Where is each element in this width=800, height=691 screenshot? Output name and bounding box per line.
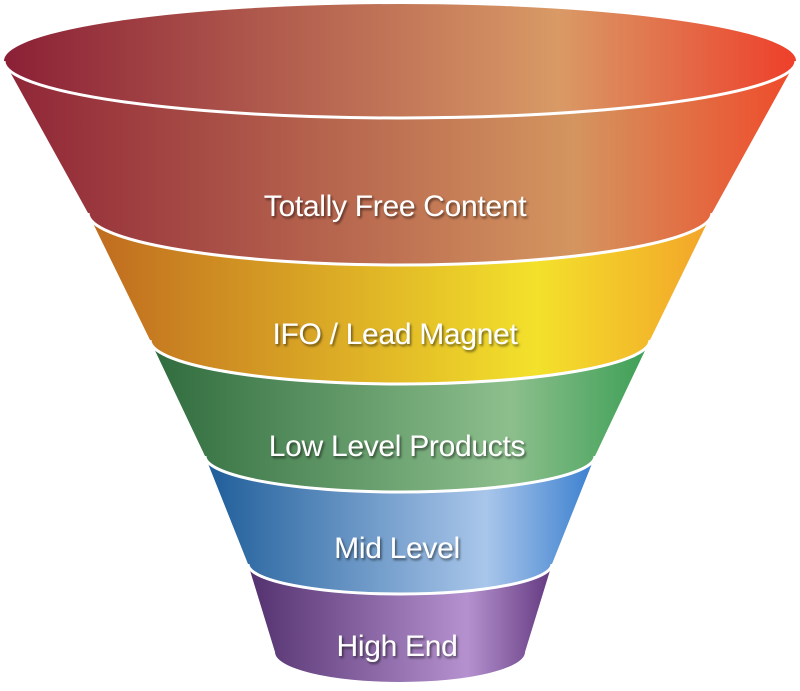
stage-band-high-end: [248, 564, 552, 682]
separator-line: [246, 563, 554, 596]
separator-line: [86, 212, 714, 267]
stage-label-free-content: Totally Free Content: [264, 190, 527, 223]
stage-label-lead-magnet: IFO / Lead Magnet: [272, 318, 518, 351]
stage-label-high-end: High End: [336, 630, 457, 663]
stage-label-low-level-products: Low Level Products: [269, 430, 525, 463]
stage-band-mid-level: [205, 456, 595, 594]
separator-line: [148, 339, 652, 386]
stage-band-lead-magnet: [88, 213, 712, 384]
stage-band-low-level-products: [150, 340, 650, 492]
funnel-top-rim: [4, 4, 796, 118]
separator-line: [203, 455, 597, 494]
stage-label-mid-level: Mid Level: [334, 532, 460, 565]
funnel-rim-edge: [2, 60, 798, 120]
